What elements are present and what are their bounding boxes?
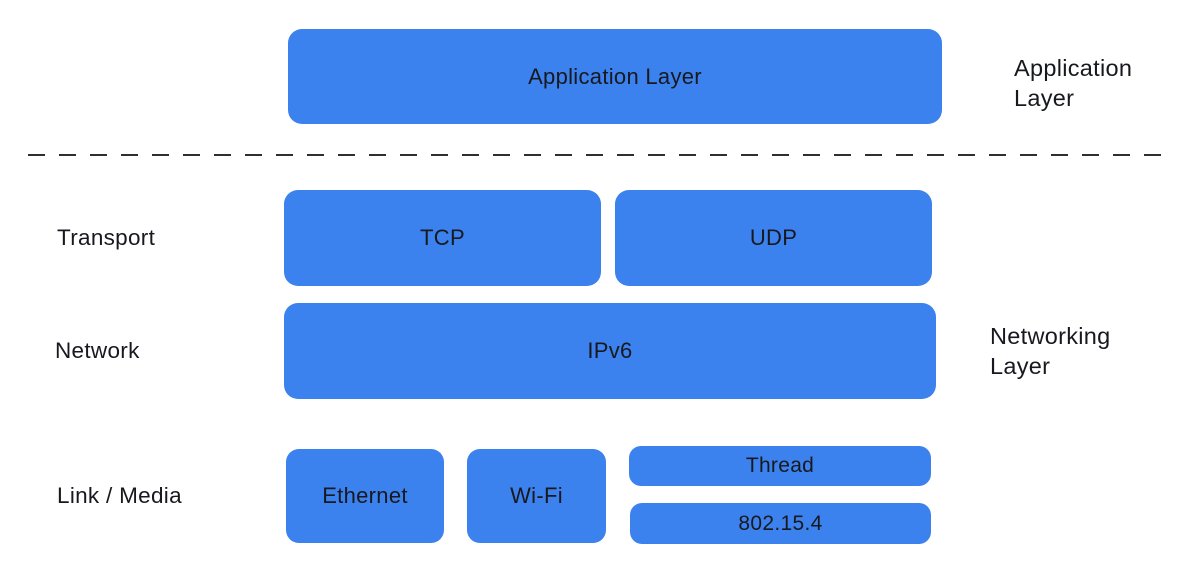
wifi-box-label: Wi-Fi [510, 483, 563, 508]
network-row-label: Network [55, 338, 140, 363]
application-layer-box-label: Application Layer [528, 63, 702, 89]
udp-box-label: UDP [749, 225, 798, 250]
ethernet-box-label: Ethernet [322, 483, 408, 508]
thread-box: Thread [629, 446, 931, 486]
transport-row-label: Transport [57, 225, 156, 250]
link-media-row-label: Link / Media [57, 483, 182, 508]
dashed-divider [28, 154, 1171, 156]
ieee-802-15-4-box-label: 802.15.4 [738, 511, 823, 535]
thread-box-label: Thread [745, 454, 815, 477]
ipv6-box-label: IPv6 [587, 338, 633, 363]
application-layer-box: Application Layer [288, 29, 942, 124]
tcp-box: TCP [284, 190, 601, 286]
tcp-box-label: TCP [420, 225, 465, 250]
ethernet-box: Ethernet [286, 449, 444, 543]
ieee-802-15-4-box: 802.15.4 [630, 503, 931, 544]
udp-box: UDP [615, 190, 932, 286]
networking-layer-side-label: Networking Layer [990, 323, 1111, 379]
ipv6-box: IPv6 [284, 303, 936, 399]
application-layer-side-label: Application Layer [1014, 55, 1133, 111]
wifi-box: Wi-Fi [467, 449, 606, 543]
